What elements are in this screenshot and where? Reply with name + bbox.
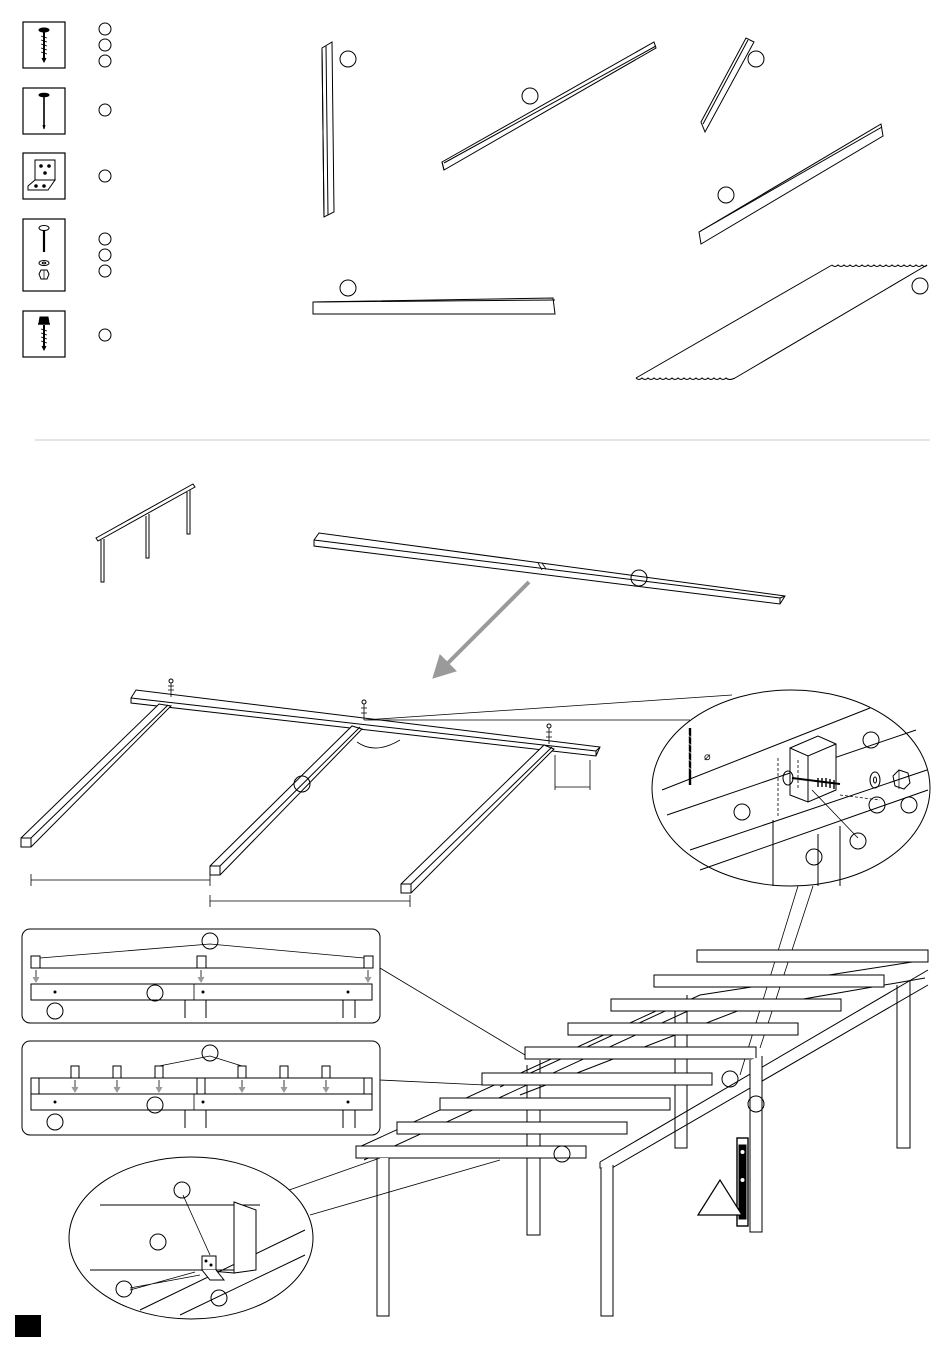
part-marker-circle [340,51,356,67]
part-marker-circle [99,55,111,67]
part-marker-circle [99,39,111,51]
rafter-icon [699,124,883,244]
beam-rafter-assembly [21,679,600,907]
wood-screw-icon [39,28,49,62]
part-marker-circle [99,265,111,277]
part-marker-circle [99,329,111,341]
frame-overview-thumbnail [96,484,195,582]
hardware-carriage-bolt [23,219,111,291]
part-marker-circle [340,280,356,296]
part-marker-circle [99,23,111,35]
bolt-detail-callout: ⌀ [364,690,930,1075]
part-marker-circle [748,51,764,67]
long-beam-icon [442,42,656,170]
direction-arrow [433,582,529,678]
flat-board-icon [313,298,555,314]
hardware-angle-bracket [23,153,111,199]
part-marker-circle [99,233,111,245]
vertical-post-icon [322,42,334,217]
part-marker-circle [912,278,928,294]
hardware-nail [23,88,111,134]
angle-bracket-icon [28,160,55,190]
drill-diameter-label: ⌀ [704,751,711,763]
hardware-list [23,22,111,357]
part-marker-circle [99,249,111,261]
part-marker-circle [522,88,538,104]
bracket-detail-callout [69,1157,500,1319]
spacing-inset-three-posts [22,929,530,1058]
part-marker-circle [722,1071,738,1087]
page-number-marker [15,1315,41,1337]
warning-triangle-icon [698,1180,742,1215]
hardware-hex-screw [23,311,111,357]
carriage-bolt-washer-nut-icon [39,226,49,280]
hardware-wood-screw [23,22,111,68]
part-marker-circle [718,187,734,203]
short-brace-icon [701,38,754,132]
corrugated-roof-panel-icon [636,265,927,380]
hex-roofing-screw-icon [38,317,50,350]
part-marker-circle [99,104,111,116]
part-marker-circle [99,170,111,182]
joined-beam-illustration [314,533,785,604]
parts-list [313,38,928,380]
nail-icon [39,93,49,129]
